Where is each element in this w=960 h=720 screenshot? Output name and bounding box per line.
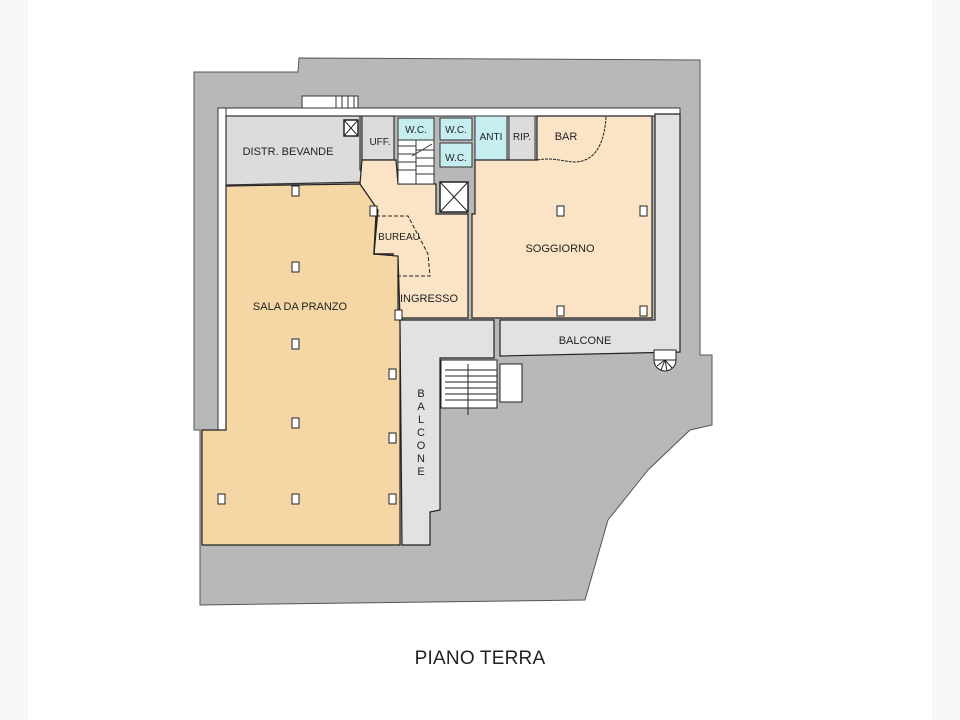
column-icon — [291, 417, 300, 429]
room-balcone-right — [499, 113, 681, 357]
label-sala-da-pranzo: SALA DA PRANZO — [253, 301, 348, 313]
column-icon — [388, 493, 397, 505]
plan-title: PIANO TERRA — [414, 648, 546, 669]
room-anti — [474, 115, 508, 161]
top-step-block — [301, 95, 359, 109]
svg-text:N: N — [417, 453, 425, 465]
label-bureau: BUREAU — [378, 232, 420, 243]
column-icon — [639, 305, 648, 317]
label-rip: RIP. — [513, 132, 531, 143]
column-icon — [639, 205, 648, 217]
label-wc-2: W.C. — [445, 125, 467, 136]
bureau-outline — [376, 215, 431, 277]
room-soggiorno — [471, 115, 653, 319]
column-icon — [556, 305, 565, 317]
label-bar: BAR — [555, 131, 578, 143]
label-uff: UFF. — [369, 137, 390, 148]
room-sala-da-pranzo — [201, 183, 401, 546]
column-icon — [556, 205, 565, 217]
label-balcone-right: BALCONE — [559, 335, 612, 347]
column-icon — [217, 493, 226, 505]
spiral-stairs-icon — [653, 349, 677, 372]
label-ingresso: INGRESSO — [400, 293, 459, 305]
bureau-wall — [373, 215, 394, 255]
label-anti: ANTI — [480, 132, 503, 143]
svg-text:L: L — [418, 414, 424, 426]
svg-text:O: O — [417, 440, 426, 452]
svg-text:E: E — [417, 466, 424, 478]
room-wc-2 — [439, 117, 473, 141]
svg-text:A: A — [417, 401, 425, 413]
column-icon — [291, 338, 300, 350]
label-soggiorno: SOGGIORNO — [525, 243, 595, 255]
svg-text:C: C — [417, 427, 425, 439]
room-wc-3 — [439, 142, 473, 168]
bar-counter — [536, 116, 607, 163]
svg-text:B: B — [417, 388, 424, 400]
column-icon — [369, 205, 378, 217]
column-icon — [394, 309, 403, 321]
exterior-stairs-icon — [440, 359, 523, 415]
label-wc-1: W.C. — [405, 125, 427, 136]
room-balcone-vertical — [399, 319, 495, 546]
label-balcone-vertical: B A L C O N E — [417, 388, 426, 478]
elevator-shaft-icon — [439, 181, 469, 213]
top-stairs-icon — [335, 96, 355, 108]
column-icons — [217, 185, 648, 505]
column-icon — [388, 432, 397, 444]
room-wc-1 — [397, 117, 435, 141]
elevator-small-icon — [343, 119, 359, 137]
label-distr-bevande: DISTR. BEVANDE — [243, 146, 334, 158]
building-top-wall — [217, 107, 681, 117]
room-rip — [508, 115, 536, 161]
column-icon — [388, 368, 397, 380]
column-icon — [291, 261, 300, 273]
left-wall — [217, 107, 227, 431]
column-icon — [291, 493, 300, 505]
column-icon — [291, 185, 300, 197]
label-wc-3: W.C. — [445, 153, 467, 164]
